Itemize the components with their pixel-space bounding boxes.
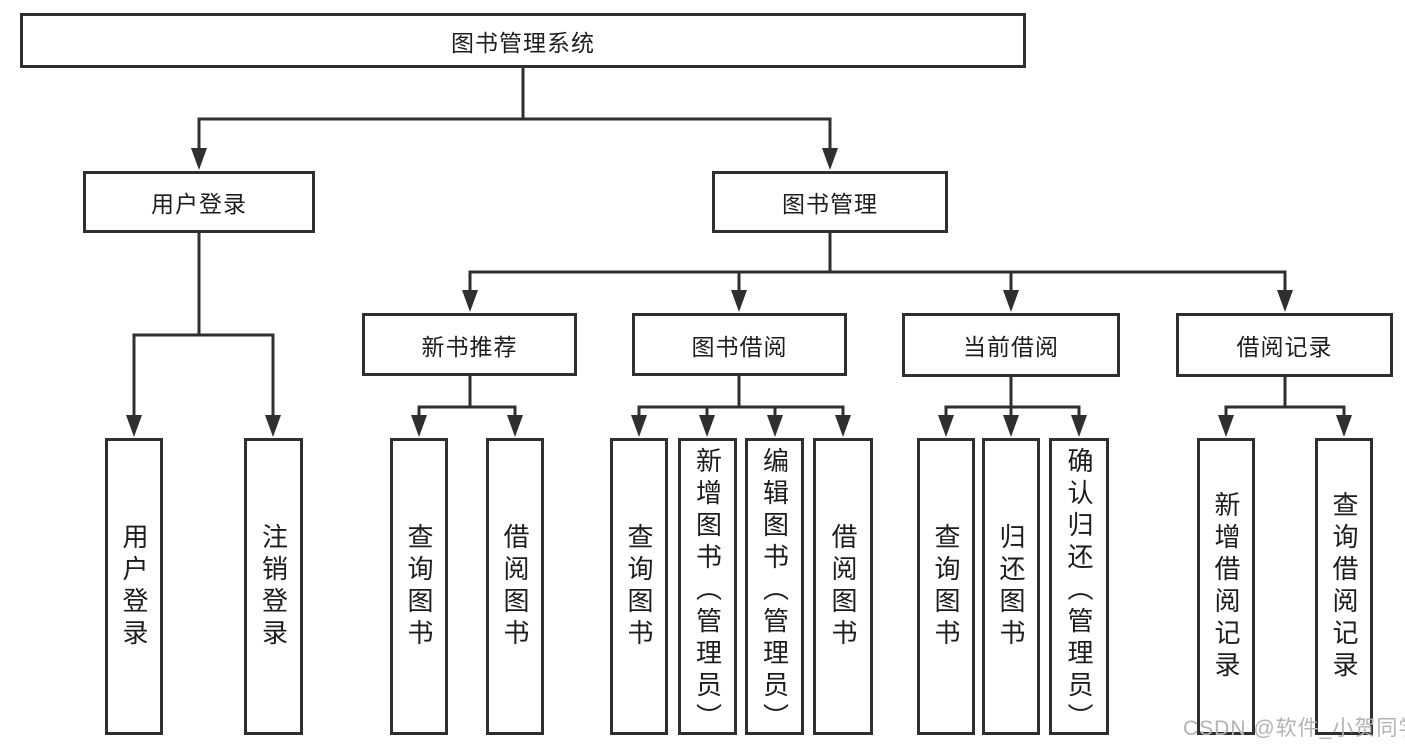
arrowhead-icon xyxy=(126,415,142,437)
arrowhead-icon xyxy=(411,415,427,437)
arrowhead-icon xyxy=(822,148,838,170)
leaf-borrow-query-books: 查询图书 xyxy=(610,438,668,735)
connector-new-books-split xyxy=(417,405,517,415)
arrowhead-icon xyxy=(265,415,281,437)
arrowhead-icon xyxy=(1003,415,1019,437)
arrowhead-icon xyxy=(631,415,647,437)
leaf-current-return-books: 归还图书 xyxy=(982,438,1040,735)
connector-book-mgmt-split xyxy=(468,270,1287,290)
leaf-current-query-books: 查询图书 xyxy=(917,438,975,735)
leaf-user-login: 用户登录 xyxy=(105,438,163,735)
arrowhead-icon xyxy=(1277,290,1293,312)
arrowhead-icon xyxy=(731,290,747,312)
connector-book-borrow-split xyxy=(637,405,845,415)
leaf-records-add-record: 新增借阅记录 xyxy=(1197,438,1255,735)
arrowhead-icon xyxy=(1003,290,1019,312)
leaf-logout: 注销登录 xyxy=(244,438,303,735)
leaf-newbooks-query-books: 查询图书 xyxy=(390,438,448,735)
arrowhead-icon xyxy=(507,415,523,437)
arrowhead-icon xyxy=(1071,415,1087,437)
arrowhead-icon xyxy=(191,148,207,170)
connector-user-login-split xyxy=(132,333,275,415)
csdn-watermark: CSDN @软件_小贺同学 xyxy=(1183,717,1405,740)
arrowhead-icon xyxy=(835,415,851,437)
leaf-newbooks-borrow-books: 借阅图书 xyxy=(486,438,544,735)
arrowhead-icon xyxy=(1336,415,1352,437)
connector-root-split xyxy=(197,117,832,148)
arrowhead-icon xyxy=(462,290,478,312)
leaf-records-query-record: 查询借阅记录 xyxy=(1315,438,1373,735)
node-current-borrow: 当前借阅 xyxy=(902,313,1120,377)
connector-borrow-records-split xyxy=(1224,405,1346,415)
node-book-management: 图书管理 xyxy=(712,171,948,233)
arrowhead-icon xyxy=(767,415,783,437)
leaf-borrow-borrow-books: 借阅图书 xyxy=(813,438,873,735)
node-user-login: 用户登录 xyxy=(83,171,315,233)
arrowhead-icon xyxy=(699,415,715,437)
node-library-system: 图书管理系统 xyxy=(20,13,1026,68)
leaf-borrow-edit-books-admin: 编辑图书（管理员） xyxy=(745,438,804,735)
node-new-book-recommend: 新书推荐 xyxy=(362,313,577,376)
leaf-borrow-add-books-admin: 新增图书（管理员） xyxy=(678,438,737,735)
node-borrow-records: 借阅记录 xyxy=(1176,313,1393,377)
node-book-borrow: 图书借阅 xyxy=(632,313,847,376)
arrowhead-icon xyxy=(1218,415,1234,437)
arrowhead-icon xyxy=(938,415,954,437)
leaf-current-confirm-return-admin: 确认归还（管理员） xyxy=(1049,438,1109,735)
